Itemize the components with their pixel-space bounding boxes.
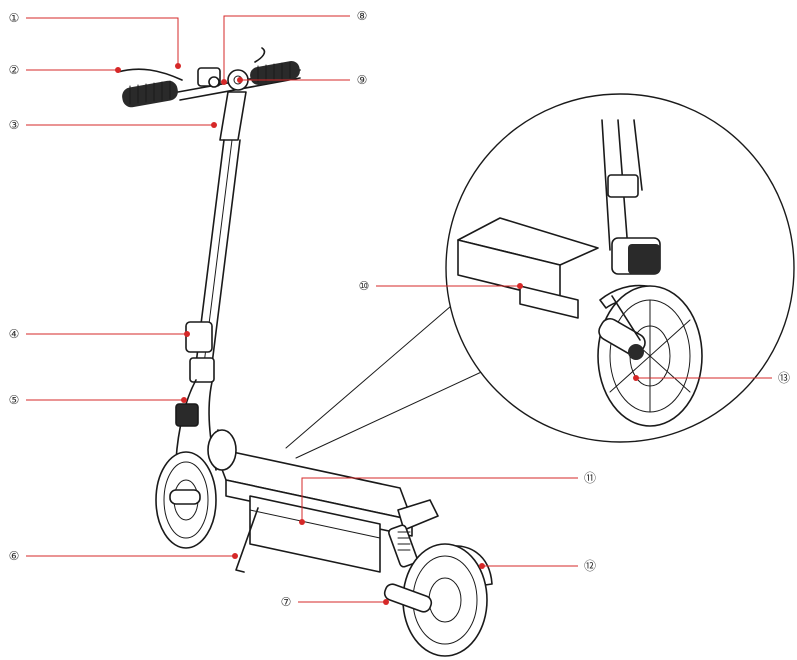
callout-5: ⑤ (9, 393, 187, 407)
front-light (175, 403, 199, 427)
callout-target-dot (633, 375, 639, 381)
front-wheel (155, 451, 217, 549)
folding-clamp (185, 321, 213, 353)
callout-target-dot (517, 283, 523, 289)
callout-leader-line (223, 15, 350, 82)
callout-target-dot (211, 122, 217, 128)
callout-target-dot (115, 67, 121, 73)
callout-number: ③ (9, 118, 20, 132)
callout-target-dot (184, 331, 190, 337)
callouts: ① ② ③ ④ ⑤ ⑥ ⑦ ⑧ ⑨ ⑩ ⑪ ⑫ ⑬ (9, 9, 790, 609)
callout-1: ① (9, 11, 181, 69)
callout-target-dot (383, 599, 389, 605)
callout-target-dot (299, 519, 305, 525)
callout-12: ⑫ (479, 559, 596, 573)
callout-9: ⑨ (237, 73, 367, 87)
callout-7: ⑦ (281, 595, 389, 609)
callout-number: ⑦ (281, 595, 292, 609)
handlebar (117, 47, 301, 108)
callout-11: ⑪ (299, 471, 596, 525)
callout-number: ⑥ (9, 549, 20, 563)
callout-4: ④ (9, 327, 190, 341)
callout-10: ⑩ (359, 279, 523, 293)
callout-number: ⑨ (357, 73, 368, 87)
stem (185, 91, 247, 383)
rear-wheel (383, 543, 488, 657)
right-grip (250, 61, 300, 85)
callout-number: ⑬ (778, 371, 790, 385)
left-grip (122, 80, 178, 108)
callout-target-dot (479, 563, 485, 569)
kickstand (235, 507, 259, 573)
callout-6: ⑥ (9, 549, 238, 563)
callout-number: ④ (9, 327, 20, 341)
callout-8: ⑧ (221, 9, 367, 85)
right-brake-lever (254, 47, 266, 63)
callout-target-dot (232, 553, 238, 559)
detail-magnifier (285, 93, 795, 459)
callout-target-dot (175, 63, 181, 69)
callout-2: ② (9, 63, 121, 77)
battery-box (249, 495, 381, 573)
callout-number: ⑪ (584, 471, 596, 485)
rear-suspension (388, 499, 439, 568)
callout-number: ⑩ (359, 279, 370, 293)
scooter-illustration (117, 47, 493, 657)
callout-number: ⑤ (9, 393, 20, 407)
magnified-front-assembly (457, 119, 703, 427)
callout-target-dot (237, 77, 243, 83)
callout-target-dot (221, 79, 227, 85)
callout-3: ③ (9, 118, 217, 132)
callout-number: ⑧ (357, 9, 368, 23)
callout-target-dot (181, 397, 187, 403)
callout-number: ② (9, 63, 20, 77)
callout-number: ⑫ (584, 559, 596, 573)
left-brake-lever (117, 68, 183, 81)
callout-leader-line (26, 17, 179, 66)
callout-leader-line (301, 477, 578, 522)
callout-number: ① (9, 11, 20, 25)
callout-13: ⑬ (633, 371, 790, 385)
